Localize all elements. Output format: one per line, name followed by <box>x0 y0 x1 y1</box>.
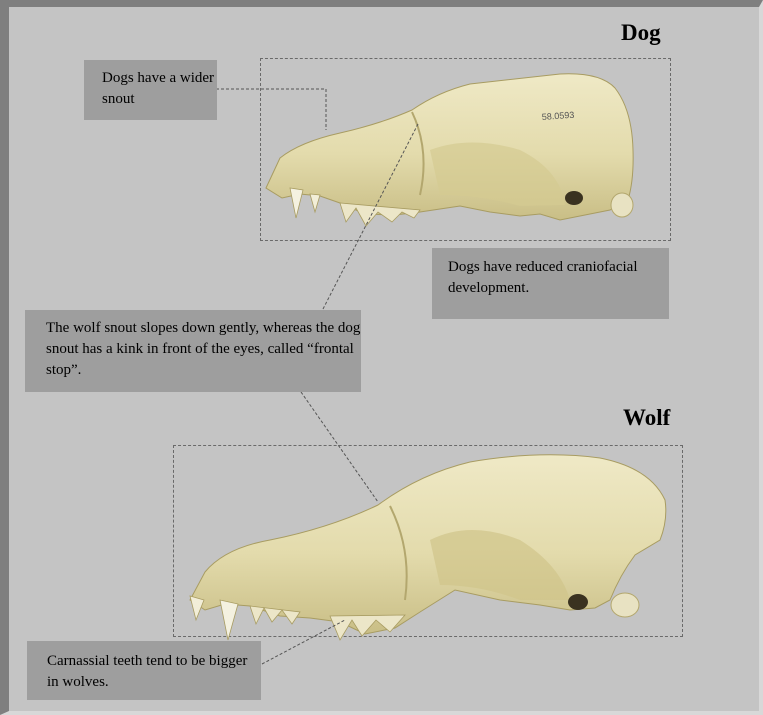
wolf-skull <box>190 455 666 640</box>
dog-skull: 58.0593 <box>266 74 633 226</box>
callout-carnassial-text: Carnassial teeth tend to be bigger in wo… <box>47 653 247 690</box>
leader-carnassial <box>262 620 345 664</box>
callout-carnassial: Carnassial teeth tend to be bigger in wo… <box>27 641 261 700</box>
callout-wider-snout: Dogs have a wider snout <box>84 60 217 120</box>
callout-craniofacial: Dogs have reduced craniofacial developme… <box>432 248 669 319</box>
callout-frontal-stop: The wolf snout slopes down gently, where… <box>25 310 361 392</box>
callout-craniofacial-text: Dogs have reduced craniofacial developme… <box>448 259 638 296</box>
callout-wider-snout-text: Dogs have a wider snout <box>102 70 214 107</box>
leader-wider-snout <box>216 89 326 130</box>
callout-frontal-stop-text: The wolf snout slopes down gently, where… <box>46 320 360 378</box>
leader-frontal-stop-wolf <box>301 392 378 502</box>
